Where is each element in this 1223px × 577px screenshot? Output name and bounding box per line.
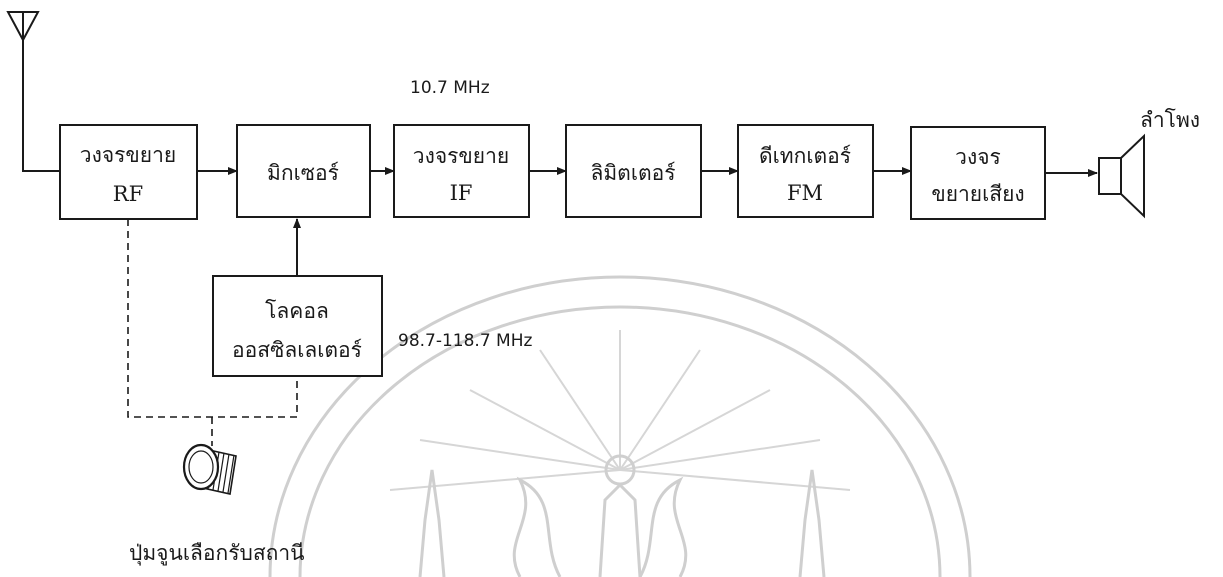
- audio-amplifier-label: วงจร: [955, 145, 1001, 169]
- if-amplifier-sub-label: IF: [450, 181, 473, 205]
- fm-detector-sub-label: FM: [787, 181, 823, 205]
- speaker-icon: [1099, 136, 1144, 216]
- local-oscillator-sub-label: ออสซิลเลเตอร์: [232, 338, 362, 362]
- if-amplifier-label: วงจรขยาย: [413, 144, 509, 168]
- lo-frequency-label: 98.7-118.7 MHz: [398, 331, 533, 351]
- antenna-icon: [8, 12, 38, 40]
- rf-amplifier-label: วงจรขยาย: [80, 143, 176, 167]
- limiter-label: ลิมิตเตอร์: [590, 161, 675, 185]
- audio-amplifier-sub-label: ขยายเสียง: [931, 182, 1024, 206]
- local-oscillator-label: โลคอล: [265, 299, 329, 323]
- rf-amplifier-sub-label: RF: [113, 182, 143, 206]
- mixer-label: มิกเซอร์: [267, 161, 339, 185]
- fm-detector-label: ดีเทกเตอร์: [759, 144, 851, 168]
- if-frequency-label: 10.7 MHz: [410, 78, 490, 98]
- tuning-knob-icon: [184, 445, 236, 494]
- speaker-label: ลำโพง: [1140, 108, 1200, 132]
- tuning-knob-label: ปุ่มจูนเลือกรับสถานี: [129, 541, 305, 566]
- antenna-feed-line: [23, 40, 60, 171]
